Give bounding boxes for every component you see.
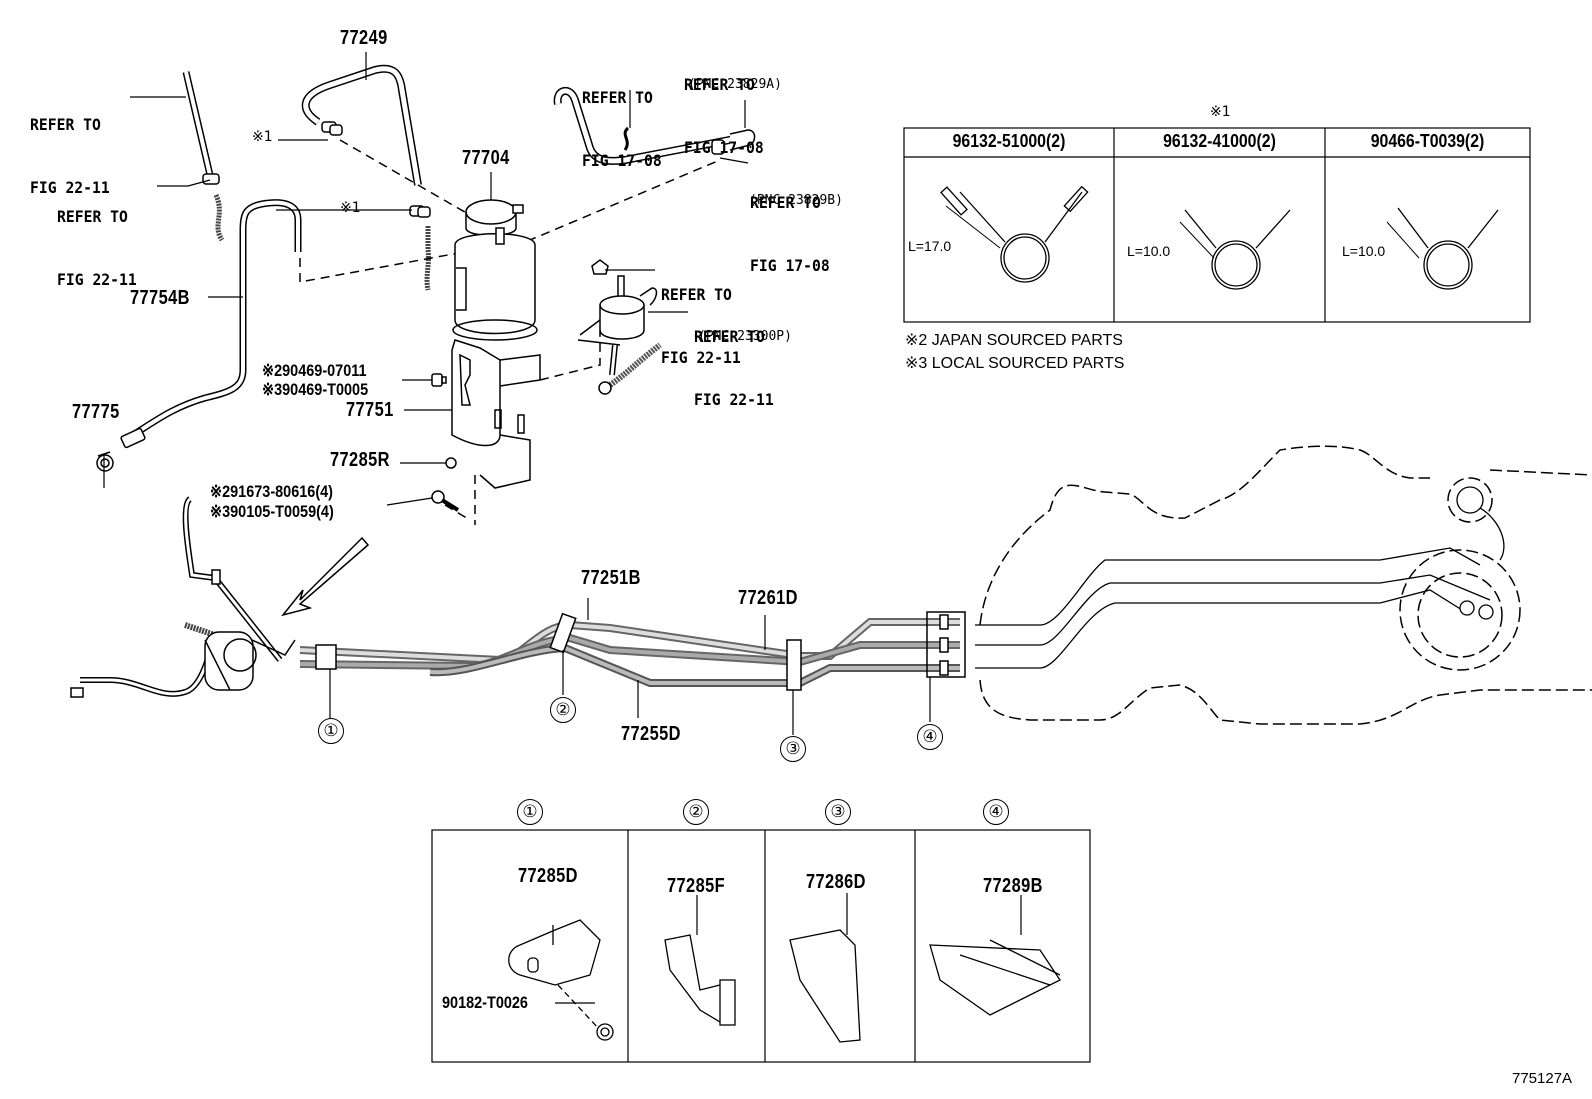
clip-marker-leaders: [329, 598, 931, 735]
refer-fig-number: FIG 22-11: [57, 270, 137, 289]
fastener-bolt-japan[interactable]: ※291673-80616(4): [210, 482, 333, 502]
clamp-dimension-3: L=10.0: [1342, 243, 1386, 259]
fuel-filter-23300P: [577, 259, 662, 395]
clip-marker-3[interactable]: ③: [780, 736, 806, 762]
refer-fig-number: FIG 17-08: [582, 151, 662, 170]
callout-77704[interactable]: 77704: [462, 147, 510, 169]
clamp-dimension-1: L=17.0: [908, 238, 952, 254]
hose-77754B: [120, 199, 302, 449]
pnc-23829B: (PNC 23829B): [749, 193, 843, 208]
fuel-tank-outline: [979, 445, 1592, 725]
clip-marker-1[interactable]: ①: [318, 718, 344, 744]
refer-fig-17-08-a: REFER TO FIG 17-08: [582, 45, 662, 192]
clip-marker-2[interactable]: ②: [550, 697, 576, 723]
callout-77289B[interactable]: 77289B: [983, 875, 1043, 897]
note-local-sourced: ※3 LOCAL SOURCED PARTS: [905, 355, 1125, 372]
clip-table-grid: [431, 829, 1091, 1063]
spring-clamp-drawings: [940, 185, 1499, 290]
callout-77261D[interactable]: 77261D: [738, 587, 798, 609]
clip-table-marker-2: ②: [683, 799, 709, 825]
japan-mark: ※2: [210, 482, 231, 501]
figure-id: 775127A: [1512, 1070, 1573, 1087]
callout-77285R[interactable]: 77285R: [330, 449, 390, 471]
leader-lines: [103, 52, 749, 506]
refer-fig-17-08-c: REFER TO FIG 17-08: [750, 150, 830, 297]
clamp-table-grid: [903, 127, 1531, 323]
tank-inner-lines: [975, 486, 1505, 669]
fastener-bolt-local[interactable]: ※390105-T0059(4): [210, 502, 334, 522]
callout-77285F[interactable]: 77285F: [667, 875, 726, 897]
part-number: 90469-07011: [282, 361, 367, 380]
local-mark: ※3: [262, 380, 283, 399]
vent-tube-23829: [553, 86, 756, 165]
refer-fig-22-11-upper: REFER TO FIG 22-11: [30, 72, 110, 219]
callout-77249[interactable]: 77249: [340, 27, 388, 49]
fastener-nut-japan[interactable]: ※290469-07011: [262, 361, 367, 381]
clamp-mark-1b: ※1: [340, 200, 361, 216]
clamp-table-header-1[interactable]: 96132-51000(2): [952, 131, 1066, 151]
callout-77286D[interactable]: 77286D: [806, 871, 866, 893]
refer-label: REFER TO: [582, 88, 653, 107]
clip-drawings: [508, 919, 1061, 1043]
nut-90469-icon: [431, 373, 447, 387]
callout-77251B[interactable]: 77251B: [581, 567, 641, 589]
dashed-assembly-lines: [299, 139, 721, 525]
callout-77775[interactable]: 77775: [72, 401, 120, 423]
japan-mark: ※2: [262, 361, 283, 380]
clip-table-marker-3: ③: [825, 799, 851, 825]
refer-fig-number: FIG 22-11: [30, 178, 110, 197]
refer-fig-17-08-b: REFER TO FIG 17-08: [684, 32, 764, 179]
refer-label: REFER TO: [661, 285, 732, 304]
callout-77754B[interactable]: 77754B: [130, 287, 190, 309]
refer-label: REFER TO: [750, 193, 821, 212]
clamp-table-header-3[interactable]: 90466-T0039(2): [1370, 131, 1485, 151]
refer-label: REFER TO: [694, 327, 765, 346]
bracket-77751: [451, 339, 541, 489]
refer-fig-22-11-nut: REFER TO FIG 22-11: [661, 242, 741, 389]
callout-77751[interactable]: 77751: [346, 399, 394, 421]
hose-refer-upper: [182, 71, 225, 242]
callout-90182-T0026[interactable]: 90182-T0026: [442, 993, 528, 1012]
clip-77285R-icon: [445, 457, 457, 469]
clamp-mark-1a: ※1: [252, 129, 273, 145]
local-mark: ※3: [210, 502, 231, 521]
clip-table-leaders: [555, 893, 1022, 1004]
clip-marker-4[interactable]: ④: [917, 724, 943, 750]
clamp-table-header-2[interactable]: 96132-41000(2): [1163, 131, 1276, 151]
refer-fig-22-11-lower: REFER TO FIG 22-11: [57, 164, 137, 311]
refer-label: REFER TO: [57, 207, 128, 226]
bolt-91673-icon: [431, 490, 460, 512]
hose-clamp-icon: [329, 124, 431, 218]
clip-table-marker-1: ①: [517, 799, 543, 825]
clip-table-marker-4: ④: [983, 799, 1009, 825]
note-japan-sourced: ※2 JAPAN SOURCED PARTS: [905, 332, 1123, 349]
clamp-dimension-2: L=10.0: [1127, 243, 1171, 259]
refer-label: REFER TO: [30, 115, 101, 134]
refer-fig-number: FIG 17-08: [750, 256, 830, 275]
part-number: 91673-80616(4): [230, 482, 333, 501]
refer-fig-number: FIG 22-11: [661, 348, 741, 367]
refer-fig-number: FIG 22-11: [694, 390, 774, 409]
refer-fig-22-11-filter: REFER TO FIG 22-11: [694, 284, 774, 431]
assembly-arrow-icon: [281, 536, 370, 617]
clamp-table-title: ※1: [1210, 104, 1231, 120]
callout-77255D[interactable]: 77255D: [621, 723, 681, 745]
part-number: 90469-T0005: [282, 380, 369, 399]
fuel-tube-bundle: [70, 496, 966, 698]
fastener-nut-local[interactable]: ※390469-T0005: [262, 380, 368, 400]
refer-label: REFER TO: [684, 75, 755, 94]
callout-77285D[interactable]: 77285D: [518, 865, 578, 887]
refer-fig-number: FIG 17-08: [684, 138, 764, 157]
pnc-23300P: (PNC 23300P): [698, 329, 792, 344]
clamp-77775-icon: [96, 451, 114, 472]
pnc-23829A: (PNC 23829A): [688, 77, 782, 92]
part-number: 90105-T0059(4): [230, 502, 334, 521]
hose-77249: [301, 64, 431, 291]
canister-77704: [452, 199, 538, 341]
